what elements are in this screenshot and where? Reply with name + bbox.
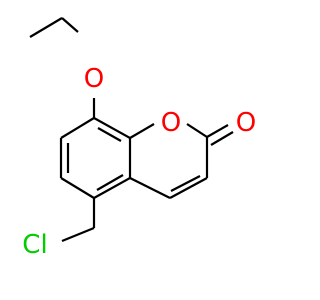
bond-ring-o-c2 (186, 123, 208, 138)
bond-c4-c4a (129, 177, 171, 199)
carbonyl-oxygen-label: O (236, 108, 256, 138)
bond-c5-c4a (93, 177, 131, 199)
bond-c3-c4-inner (170, 175, 201, 192)
bond-c2-carbonyl-o-second (210, 131, 234, 146)
molecule-canvas: O O O Cl (22, 17, 257, 260)
bond-c8a-ring-o (129, 123, 155, 139)
bond-c3-c4 (169, 177, 208, 199)
bond-c8-c7 (60, 117, 95, 139)
bond-c5-c4a-inner (96, 174, 124, 191)
bond-c6-c5 (60, 177, 95, 199)
bond-c2-carbonyl-o (206, 124, 229, 138)
bond-ethyl-c1-c2 (29, 17, 63, 38)
bond-ethyl-c2-o (61, 17, 79, 33)
chlorine-label: Cl (22, 230, 47, 260)
molecule-structure: O O O Cl (22, 17, 256, 260)
bond-c8-c8a (93, 117, 131, 139)
ring-oxygen-label: O (161, 108, 181, 138)
atom-label-layer: O O O Cl (22, 64, 256, 260)
bond-ch2-cl (61, 226, 95, 243)
bond-layer (29, 17, 234, 243)
bond-c8-c8a-inner (97, 127, 122, 142)
ether-oxygen-label: O (84, 64, 104, 94)
